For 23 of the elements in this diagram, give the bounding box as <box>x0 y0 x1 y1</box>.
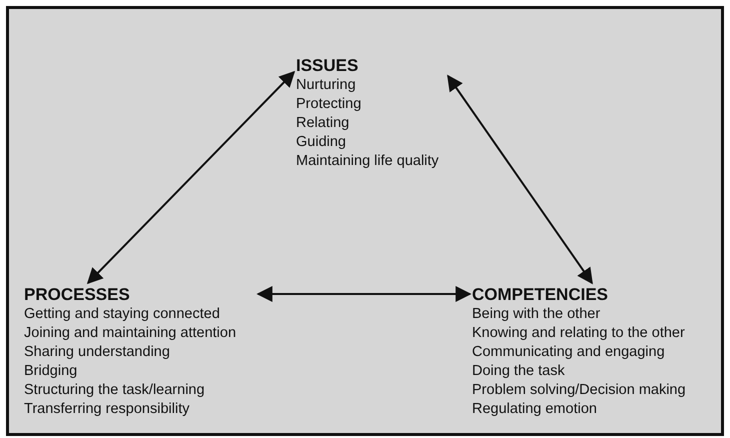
double-arrow <box>447 74 593 284</box>
heading: ISSUES <box>296 56 358 76</box>
list-item: Transferring responsibility <box>24 400 190 419</box>
list-item: Sharing understanding <box>24 343 170 362</box>
list-item: Relating <box>296 114 350 133</box>
list-item: Nurturing <box>296 76 356 95</box>
list-item: Protecting <box>296 95 362 114</box>
list-item: Structuring the task/learning <box>24 381 205 400</box>
list-item: Knowing and relating to the other <box>472 324 685 343</box>
list-item: Joining and maintaining attention <box>24 324 236 343</box>
double-arrow <box>86 70 296 284</box>
list-item: Being with the other <box>472 305 600 324</box>
list-item: Problem solving/Decision making <box>472 381 686 400</box>
list-item: Doing the task <box>472 362 565 381</box>
list-item: Regulating emotion <box>472 400 597 419</box>
heading: COMPETENCIES <box>472 285 608 305</box>
list-item: Bridging <box>24 362 78 381</box>
list-item: Maintaining life quality <box>296 152 439 171</box>
list-item: Communicating and engaging <box>472 343 665 362</box>
list-item: Getting and staying connected <box>24 305 220 324</box>
list-item: Guiding <box>296 133 346 152</box>
heading: PROCESSES <box>24 285 130 305</box>
double-arrow <box>256 286 472 302</box>
